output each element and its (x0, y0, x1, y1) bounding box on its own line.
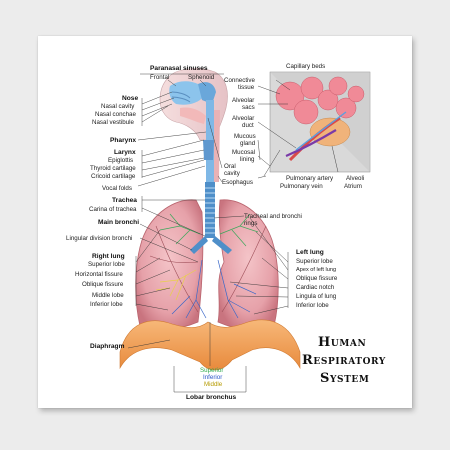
label-epiglottis: Epiglottis (108, 157, 133, 164)
title-line-1: Human (318, 335, 366, 350)
label-lobar-bronchus: Lobar bronchus (186, 394, 237, 401)
label-esophagus: Esophagus (222, 179, 253, 186)
title-line-2: Respiratory (302, 353, 386, 368)
trachea-shape (205, 182, 215, 238)
label-capillary-beds: Capillary beds (286, 63, 325, 70)
label-larynx: Larynx (114, 149, 136, 156)
label-atrium: Atrium (344, 183, 362, 190)
pulmonary-vein-shape (285, 129, 337, 158)
label-nasal-vestibule: Nasal vestibule (92, 119, 135, 126)
label-tracheal-rings-1: Tracheal and bronchi (244, 213, 302, 220)
label-mucosal-lining-2: lining (240, 156, 255, 163)
label-oral-1: Oral (224, 163, 236, 170)
inferior-bronchi (171, 259, 257, 319)
label-frontal: Frontal (150, 74, 169, 81)
horizontal-fissure-line (149, 255, 199, 264)
label-pulmonary-vein: Pulmonary vein (280, 183, 323, 190)
label-cardiac-notch: Cardiac notch (296, 284, 335, 291)
label-carina: Carina of trachea (89, 206, 137, 213)
esophagus-shape (214, 110, 220, 182)
label-right-lung: Right lung (92, 253, 125, 260)
label-inferior: Inferior (203, 374, 222, 381)
right-oblique-fissure-line (155, 225, 199, 313)
label-left-lung: Left lung (296, 249, 324, 256)
label-middle: Middle (204, 381, 223, 388)
oral-cavity-shape (180, 107, 206, 124)
label-lingula: Lingula of lung (296, 293, 337, 300)
left-main-bronchus (212, 236, 232, 254)
label-mucous-gland-1: Mucous (234, 133, 256, 140)
nasal-cavity-shape (169, 81, 204, 105)
title-line-3: System (320, 371, 369, 386)
label-apex: Apex of left lung (296, 267, 336, 273)
label-vocal-folds: Vocal folds (102, 185, 132, 192)
label-paranasal-sinuses: Paranasal sinuses (150, 65, 208, 72)
trachea-group (190, 182, 232, 254)
label-connective-2: tissue (238, 84, 255, 91)
label-thyroid-cartilage: Thyroid cartilage (90, 165, 136, 172)
left-oblique-fissure-line (221, 225, 267, 313)
alveolar-duct-shape (295, 111, 347, 151)
leader-lines (127, 73, 339, 393)
label-middle-lobe: Middle lobe (92, 292, 124, 299)
label-main-bronchi: Main bronchi (98, 219, 139, 226)
larynx-shape (203, 140, 214, 160)
label-diaphragm: Diaphragm (90, 343, 125, 350)
label-mucous-gland-2: gland (240, 140, 256, 147)
label-r-superior-lobe: Superior lobe (88, 261, 125, 268)
pulmonary-artery-shape (288, 116, 341, 162)
lungs (135, 199, 279, 330)
label-alveolar-sacs-2: sacs (242, 104, 255, 111)
label-mucosal-lining-1: Mucosal (232, 149, 255, 156)
label-r-inferior-lobe: Inferior lobe (90, 301, 123, 308)
label-r-oblique-fissure: Oblique fissure (82, 281, 124, 288)
head-section (159, 68, 228, 182)
alveolar-sacs (275, 76, 365, 125)
label-oral-2: cavity (224, 170, 241, 177)
sphenoid-sinus-shape (198, 82, 216, 104)
label-tracheal-rings-2: rings (244, 220, 257, 227)
label-l-superior-lobe: Superior lobe (296, 258, 333, 265)
label-l-oblique-fissure: Oblique fissure (296, 275, 338, 282)
label-pharynx: Pharynx (110, 137, 136, 144)
label-cricoid-cartilage: Cricoid cartilage (91, 173, 136, 180)
label-trachea: Trachea (112, 197, 137, 204)
label-alveolar-duct-2: duct (242, 122, 254, 129)
label-pulmonary-artery: Pulmonary artery (286, 175, 334, 182)
label-superior: Superior (200, 367, 223, 374)
label-nasal-conchae: Nasal conchae (95, 111, 136, 118)
label-alveolar-sacs-1: Alveolar (232, 97, 254, 104)
superior-bronchi (159, 213, 259, 247)
label-horizontal-fissure: Horizontal fissure (75, 271, 123, 278)
alveoli-inset (269, 71, 371, 173)
right-lung-shape (135, 199, 204, 330)
label-alveolar-duct-1: Alveolar (232, 115, 254, 122)
label-connective-1: Connective (224, 77, 256, 84)
label-nose: Nose (122, 95, 138, 102)
tracheal-rings (205, 187, 215, 234)
label-l-inferior-lobe: Inferior lobe (296, 302, 329, 309)
label-alveoli: Alveoli (346, 175, 364, 182)
right-main-bronchus (190, 236, 208, 254)
label-nasal-cavity: Nasal cavity (101, 103, 135, 110)
label-lingular-division: Lingular division bronchi (66, 235, 132, 242)
label-sphenoid: Sphenoid (188, 74, 215, 81)
